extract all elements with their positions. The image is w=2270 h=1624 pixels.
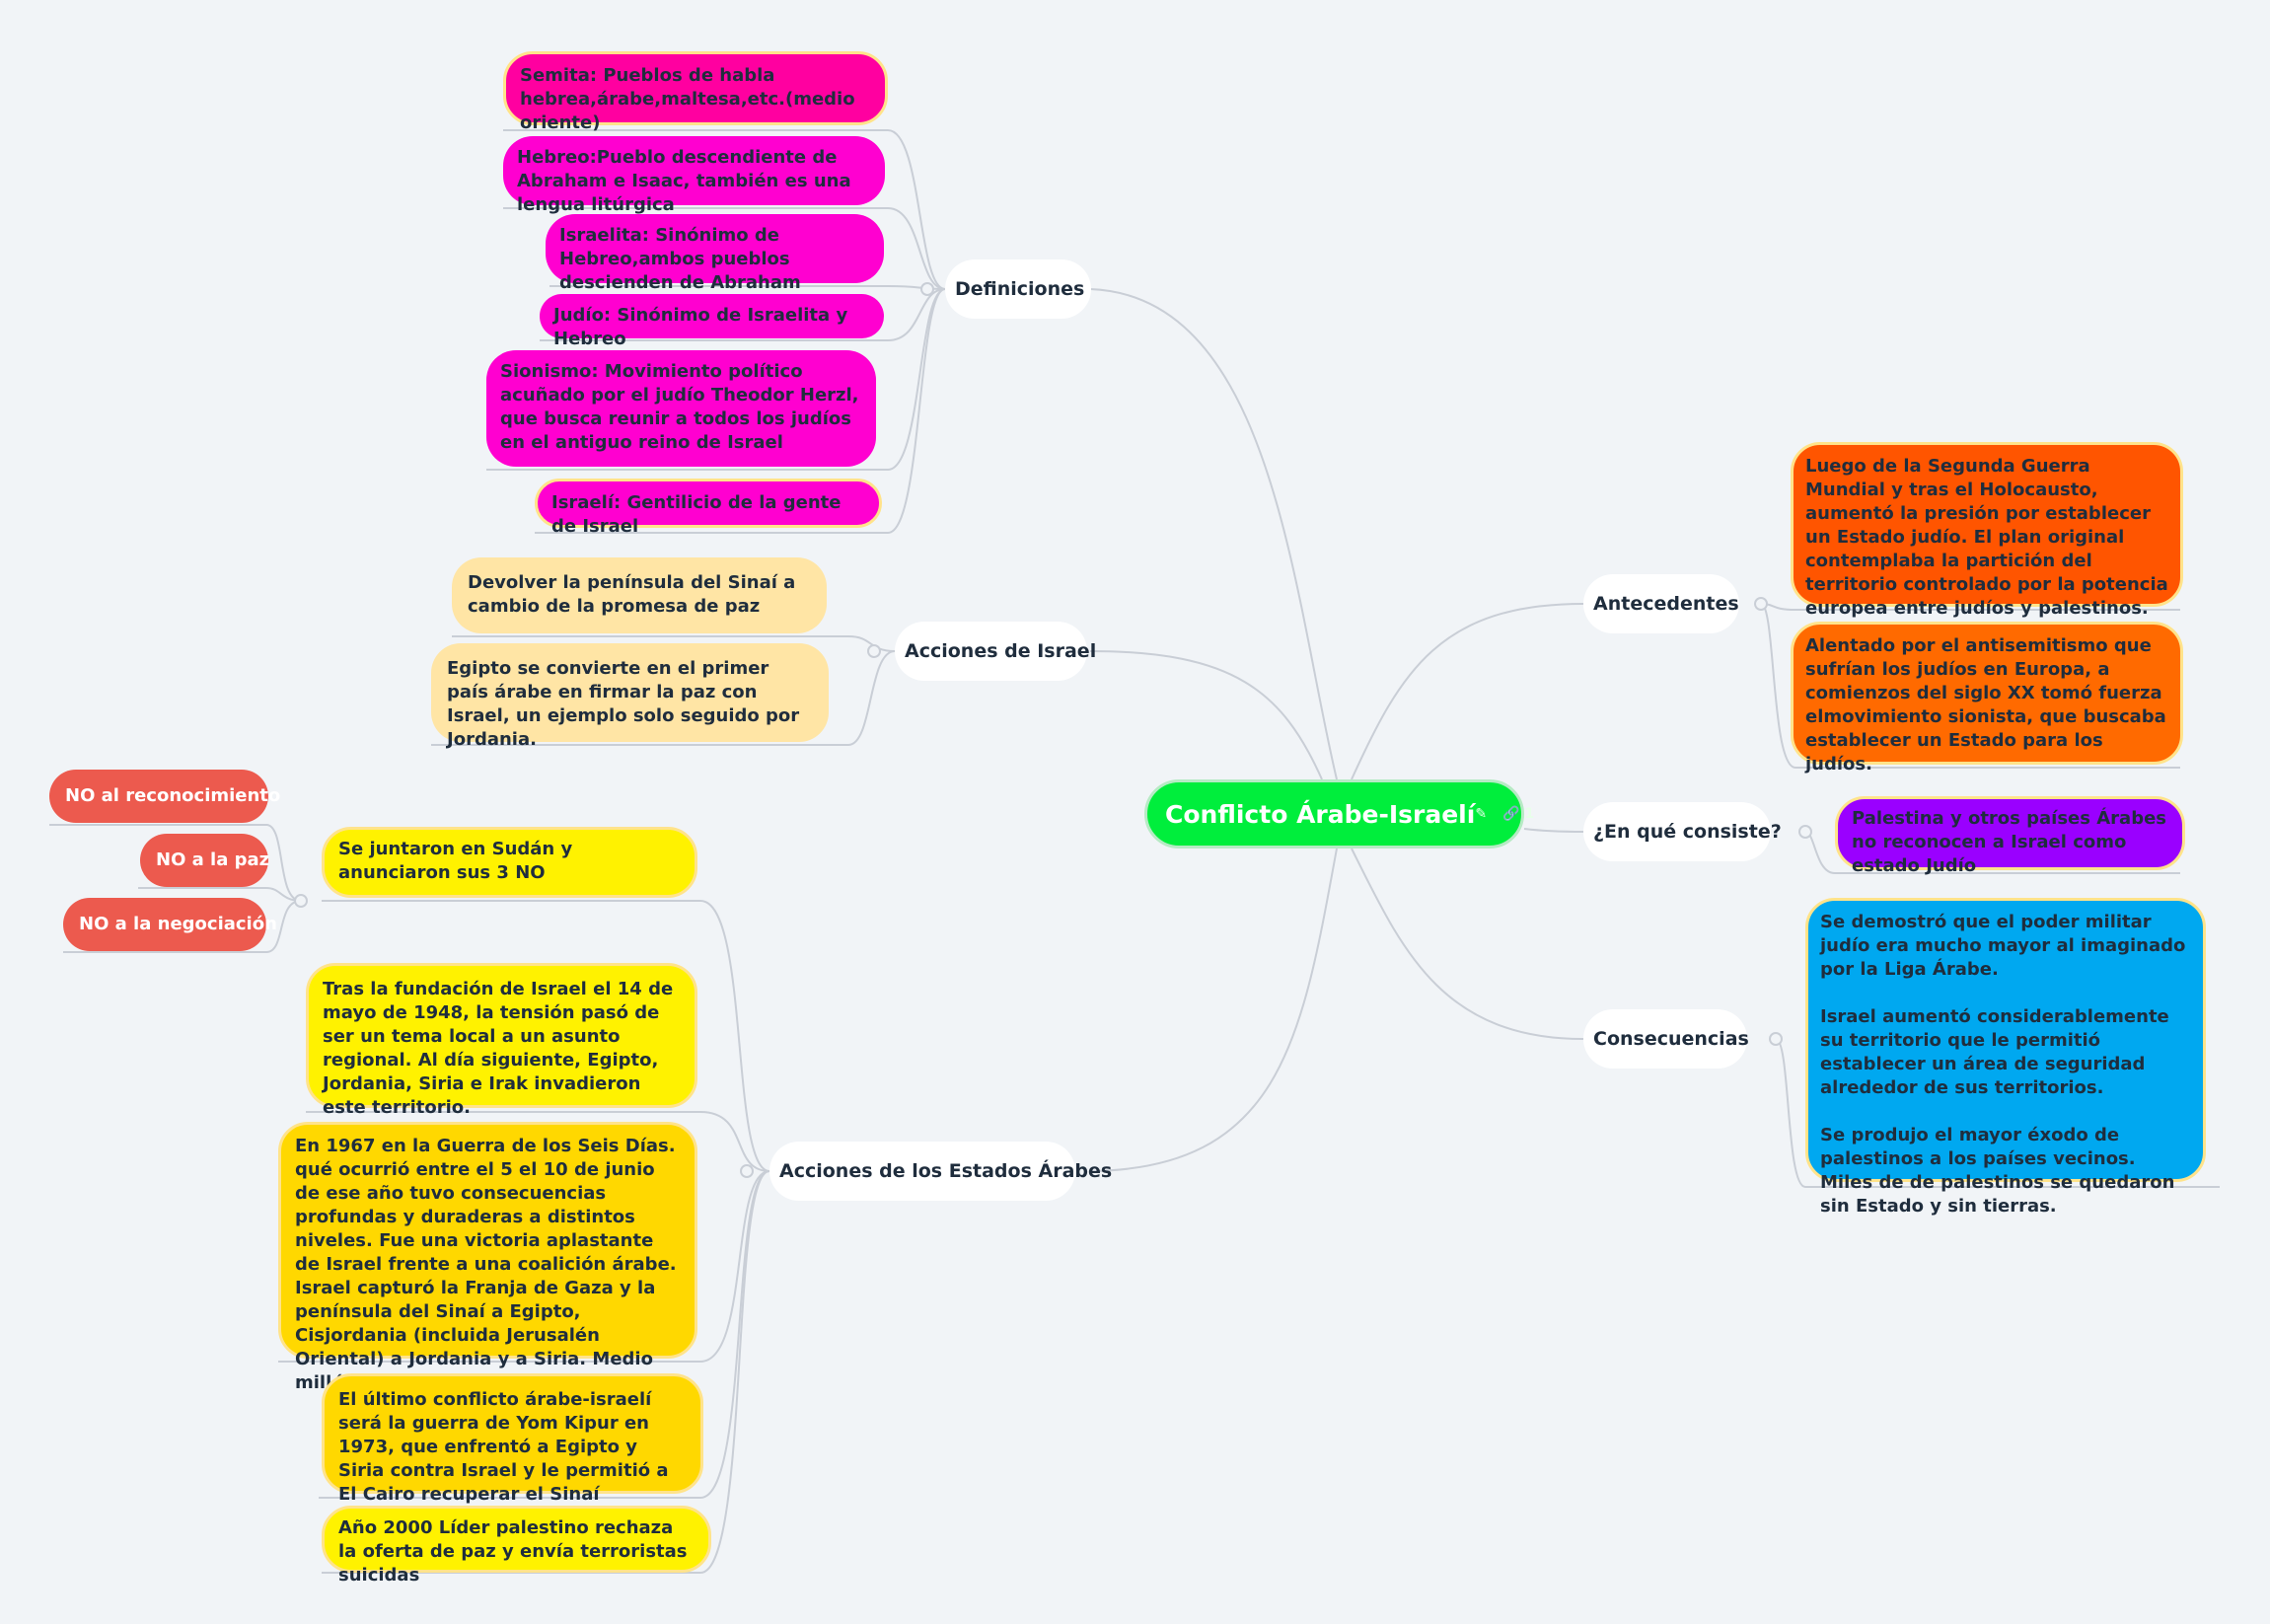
link-count: 1 [1524,806,1535,822]
no-reconocimiento[interactable]: NO al reconocimiento [49,770,280,823]
topic-antecedentes[interactable]: Antecedentes [1583,574,1739,633]
arab-action-yom-kipur[interactable]: El último conflicto árabe-israelí será l… [322,1373,703,1505]
topic-definiciones[interactable]: Definiciones [945,259,1091,319]
antecedente-holocausto[interactable]: Luego de la Segunda Guerra Mundial y tra… [1791,442,2183,619]
israel-action-sinai[interactable]: Devolver la península del Sinaí a cambio… [452,557,827,633]
arab-action-1948[interactable]: Tras la fundación de Israel el 14 de may… [306,963,697,1118]
definition-israeli[interactable]: Israelí: Gentilicio de la gente de Israe… [535,479,882,537]
no-negociacion[interactable]: NO a la negociación [63,898,277,951]
israel-action-egipto-paz[interactable]: Egipto se convierte en el primer país ár… [431,643,829,750]
no-paz[interactable]: NO a la paz [140,834,269,887]
consiste-description[interactable]: Palestina y otros países Árabes no recon… [1835,796,2185,876]
definition-sionismo[interactable]: Sionismo: Movimiento político acuñado po… [486,350,876,467]
definition-semita[interactable]: Semita: Pueblos de habla hebrea,árabe,ma… [503,51,888,133]
definition-israelita[interactable]: Israelita: Sinónimo de Hebreo,ambos pueb… [546,214,884,293]
topic-acciones-arabes[interactable]: Acciones de los Estados Árabes [769,1142,1112,1201]
notes-icon[interactable]: ✎ [1475,806,1488,822]
definition-judio[interactable]: Judío: Sinónimo de Israelita y Hebreo [540,294,884,349]
topic-consecuencias[interactable]: Consecuencias [1583,1009,1749,1069]
topic-en-que-consiste[interactable]: ¿En qué consiste? [1583,802,1782,861]
central-topic-title: Conflicto Árabe-Israelí [1165,799,1476,829]
consecuencias-description[interactable]: Se demostró que el poder militar judío e… [1805,898,2206,1217]
link-icon[interactable]: 🔗 1 [1502,806,1535,822]
topic-acciones-israel[interactable]: Acciones de Israel [895,622,1096,681]
arab-action-sudan[interactable]: Se juntaron en Sudán y anunciaron sus 3 … [322,827,697,898]
definition-hebreo[interactable]: Hebreo:Pueblo descendiente de Abraham e … [503,136,885,215]
arab-action-1967[interactable]: En 1967 en la Guerra de los Seis Días. q… [278,1122,697,1393]
arab-action-2000[interactable]: Año 2000 Líder palestino rechaza la ofer… [322,1506,711,1586]
antecedente-sionismo[interactable]: Alentado por el antisemitismo que sufría… [1791,622,2183,775]
central-topic[interactable]: Conflicto Árabe-Israelí ✎ 🔗 1 [1144,779,1534,849]
